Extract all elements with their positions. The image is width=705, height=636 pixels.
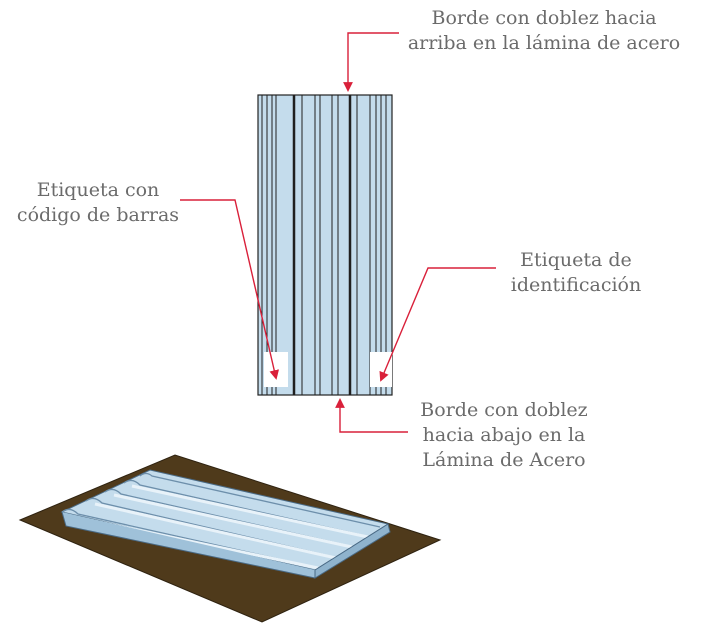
callout-left-line2: código de barras — [16, 204, 180, 226]
callout-right-line2: identificación — [510, 274, 642, 296]
callout-bottom-line3: Lámina de Acero — [422, 449, 586, 471]
callout-bottom-line1: Borde con doblez — [420, 399, 588, 421]
steel-sheet-front-view — [257, 94, 393, 396]
barcode-label — [264, 352, 288, 387]
leader-right — [379, 267, 496, 382]
pallet-stack — [18, 454, 442, 623]
callout-barcode-label: Etiqueta con código de barras — [6, 178, 190, 228]
callout-top-edge: Borde con doblez hacia arriba en la lámi… — [385, 6, 703, 56]
leader-top — [343, 32, 399, 92]
callout-identification-label: Etiqueta de identificación — [486, 248, 666, 298]
leader-lines — [180, 32, 496, 433]
leader-bottom — [335, 398, 408, 433]
sheet-rib-lines — [261, 95, 387, 395]
callout-top-line1: Borde con doblez hacia — [431, 7, 657, 29]
stacked-sheets — [60, 469, 391, 579]
leader-left — [180, 199, 280, 380]
identification-label — [370, 352, 392, 387]
callout-bottom-line2: hacia abajo en la — [422, 424, 586, 446]
callout-right-line1: Etiqueta de — [520, 249, 632, 271]
callout-bottom-edge: Borde con doblez hacia abajo en la Lámin… — [404, 398, 604, 473]
callout-left-line1: Etiqueta con — [36, 179, 160, 201]
callout-top-line2: arriba en la lámina de acero — [407, 32, 681, 54]
